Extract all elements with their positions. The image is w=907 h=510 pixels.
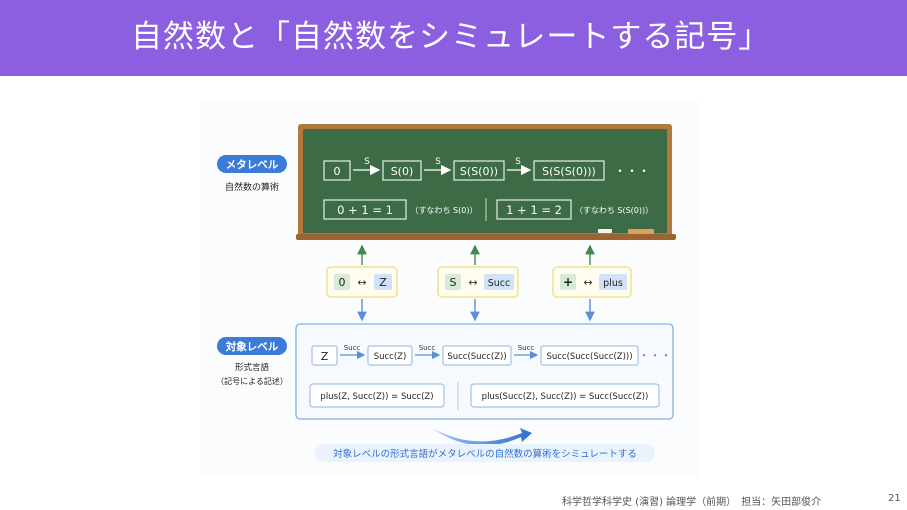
successor-arrow-label: S bbox=[435, 157, 441, 167]
meta-equation-box bbox=[496, 199, 572, 220]
meta-level-badge bbox=[217, 155, 287, 173]
meta-chain-box bbox=[533, 160, 605, 181]
meta-chain-box bbox=[323, 160, 351, 181]
mapping-object-symbol: plus bbox=[603, 278, 623, 289]
object-chain-box bbox=[442, 345, 512, 366]
object-chain-box bbox=[540, 345, 639, 366]
object-chain-box bbox=[311, 345, 338, 366]
successor-arrow-label: S bbox=[515, 157, 521, 167]
object-equation-box bbox=[470, 383, 660, 408]
mapping-arrow: ↔ bbox=[583, 276, 592, 289]
meta-equation: 0 + 1 = 1 bbox=[337, 203, 393, 217]
succ-arrow-label: Succ bbox=[344, 344, 361, 352]
mapping-meta-symbol: 0 bbox=[339, 276, 346, 289]
mapping-zero: 0 ↔ Z bbox=[326, 266, 398, 298]
bottom-caption: 対象レベルの形式言語がメタレベルの自然数の算術をシミュレートする bbox=[333, 448, 637, 460]
object-chain-term: Succ(Succ(Z)) bbox=[447, 352, 506, 362]
meta-equation: 1 + 1 = 2 bbox=[506, 203, 562, 217]
object-equation: plus(Z, Succ(Z)) = Succ(Z) bbox=[320, 392, 433, 402]
mapping-object-symbol: Succ bbox=[488, 278, 511, 289]
page-number: 21 bbox=[888, 493, 901, 504]
mapping-arrow: ↔ bbox=[357, 276, 366, 289]
mapping-plus: + ↔ plus bbox=[552, 266, 632, 298]
succ-arrow-label: Succ bbox=[419, 344, 436, 352]
object-level-badge-text: 対象レベル bbox=[225, 340, 279, 353]
chalk-piece bbox=[598, 229, 612, 233]
chalk-ledge bbox=[296, 234, 676, 240]
object-level-caption: 形式言語 bbox=[235, 362, 270, 373]
chalkboard bbox=[303, 129, 667, 233]
mapping-object-symbol: Z bbox=[379, 276, 387, 289]
object-chain-term: Z bbox=[321, 350, 329, 363]
object-level-badge bbox=[217, 337, 287, 355]
successor-arrow-label: S bbox=[364, 157, 370, 167]
mapping-arrow: ↔ bbox=[468, 276, 477, 289]
meta-chain-ellipsis: ・・・ bbox=[614, 164, 650, 178]
level-diagram: メタレベル 自然数の算術 0 S(0) S(S(0)) S(S(S(0))) ・… bbox=[200, 100, 700, 478]
object-chain-term: Succ(Succ(Succ(Z))) bbox=[546, 352, 632, 362]
mapping-meta-symbol: S bbox=[450, 276, 457, 289]
bottom-caption-highlight bbox=[315, 444, 655, 462]
meta-chain-box bbox=[453, 160, 505, 181]
object-equation: plus(Succ(Z), Succ(Z)) = Succ(Succ(Z)) bbox=[482, 392, 649, 402]
meta-chain-term: S(0) bbox=[391, 165, 414, 178]
slide-title: 自然数と「自然数をシミュレートする記号」 bbox=[131, 19, 771, 55]
object-chain-box bbox=[367, 345, 413, 366]
meta-chain-term: S(S(0)) bbox=[460, 165, 498, 178]
succ-arrow-label: Succ bbox=[518, 344, 535, 352]
meta-equation-note: （すなわち S(S(0))） bbox=[575, 206, 653, 215]
object-chain-term: Succ(Z) bbox=[374, 352, 407, 362]
object-level-subcaption: （記号による記述） bbox=[216, 376, 288, 386]
eraser bbox=[628, 229, 654, 234]
meta-chain-term: 0 bbox=[334, 165, 341, 178]
simulation-swoosh-arrow bbox=[432, 428, 532, 446]
meta-chain-term: S(S(S(0))) bbox=[542, 165, 596, 178]
mapping-successor: S ↔ Succ bbox=[437, 266, 519, 298]
meta-chain-box bbox=[382, 160, 422, 181]
title-bar: 自然数と「自然数をシミュレートする記号」 bbox=[0, 0, 907, 76]
object-equation-box bbox=[309, 383, 445, 408]
object-chain-ellipsis: ・・・ bbox=[639, 349, 672, 362]
meta-level-caption: 自然数の算術 bbox=[225, 181, 279, 193]
footer-course-info: 科学哲学科学史 (演習) 論理学（前期） 担当：矢田部俊介 bbox=[562, 497, 822, 508]
meta-equation-box bbox=[323, 199, 407, 220]
meta-level-badge-text: メタレベル bbox=[226, 159, 279, 171]
mapping-meta-symbol: + bbox=[563, 275, 573, 289]
meta-equation-note: （すなわち S(0)） bbox=[411, 206, 478, 215]
